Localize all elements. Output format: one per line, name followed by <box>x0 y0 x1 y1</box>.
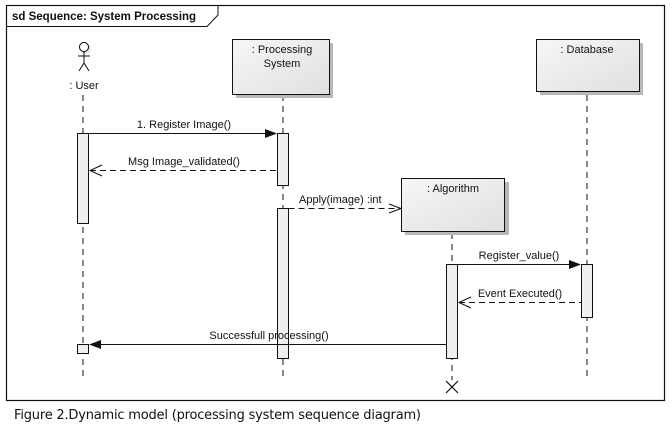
activation-algorithm <box>446 264 458 359</box>
destruction-x-icon <box>445 380 459 394</box>
activation-user-2 <box>77 344 89 354</box>
object-algorithm-label: : Algorithm <box>427 183 479 195</box>
frame: sd Sequence: System Processing <box>5 4 666 402</box>
lifeline-lines <box>82 95 588 380</box>
actor-user-label: : User <box>69 80 99 92</box>
actor-user: : User <box>69 42 99 92</box>
object-database-label: : Database <box>560 44 613 56</box>
object-processing-system: : Processing System <box>232 39 333 98</box>
arrowhead-open-icon <box>88 164 103 177</box>
message-label: Apply(image) :int <box>299 194 382 206</box>
message-apply-image: Apply(image) :int <box>288 194 403 214</box>
message-register-value: Register_value() <box>457 250 581 269</box>
message-event-executed: Event Executed() <box>457 288 582 309</box>
activations <box>77 133 593 359</box>
stick-figure-icon <box>78 42 91 72</box>
message-successfull-processing: Successfull processing() <box>89 330 447 349</box>
message-label: Successfull processing() <box>209 330 328 342</box>
activation-database <box>581 264 593 318</box>
frame-label-tab <box>6 5 219 27</box>
message-label: Register_value() <box>479 250 560 262</box>
message-image-validated: Msg Image_validated() <box>88 156 278 177</box>
object-database: : Database <box>536 39 643 95</box>
activation-user-1 <box>77 133 89 224</box>
activation-processing-2 <box>277 208 289 359</box>
arrowhead-filled-icon <box>265 129 277 138</box>
message-label: Event Executed() <box>478 288 562 300</box>
arrowhead-open-icon <box>457 296 472 309</box>
message-label: 1. Register Image() <box>137 119 231 131</box>
arrowhead-filled-icon <box>569 260 581 269</box>
sequence-diagram: sd Sequence: System Processing : User : … <box>5 4 666 402</box>
object-processing-label-1: : Processing <box>252 44 313 56</box>
figure-caption: Figure 2.Dynamic model (processing syste… <box>14 408 421 423</box>
frame-title: sd Sequence: System Processing <box>12 11 196 23</box>
object-processing-label-2: System <box>264 58 301 70</box>
message-label: Msg Image_validated() <box>128 156 240 168</box>
arrowhead-filled-icon <box>89 340 101 349</box>
activation-processing-1 <box>277 133 289 186</box>
message-register-image: 1. Register Image() <box>88 119 277 138</box>
arrowhead-open-icon <box>388 203 403 214</box>
object-algorithm: : Algorithm <box>401 178 509 235</box>
